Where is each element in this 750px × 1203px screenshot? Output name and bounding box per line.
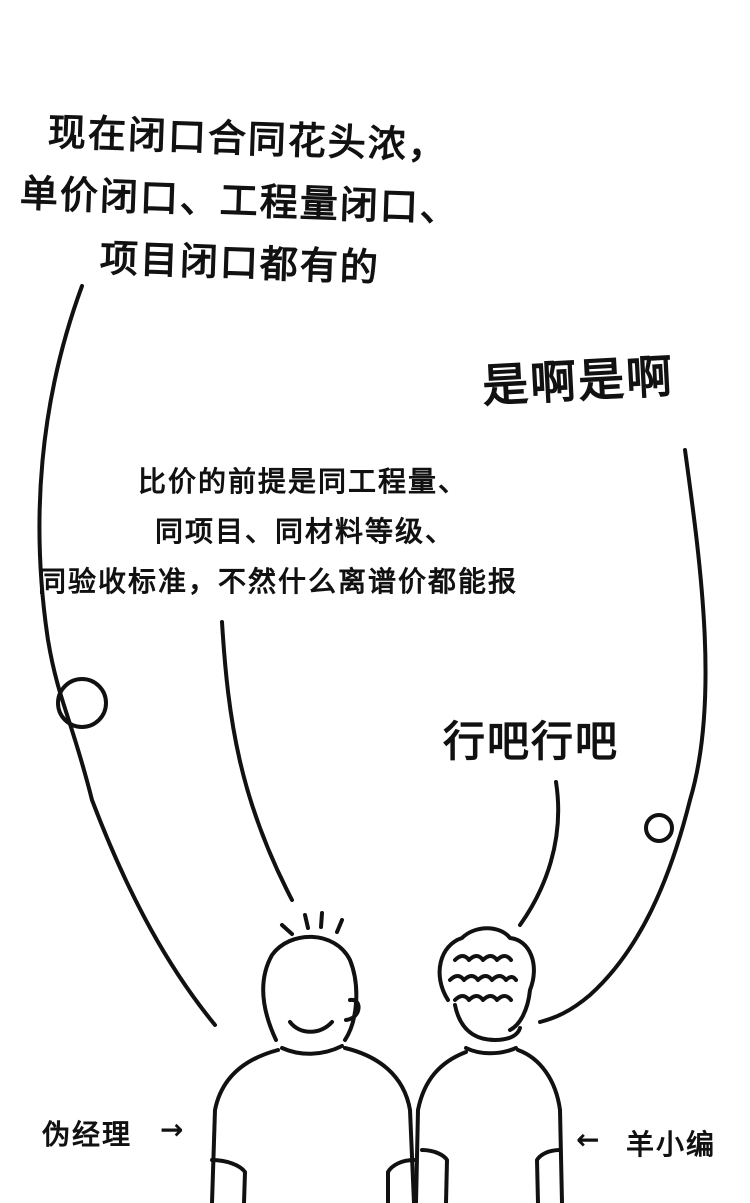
tail-manager-left-loop [56, 677, 108, 729]
xiaobian-sleeve-left [420, 1148, 449, 1203]
manager-collar [280, 1044, 344, 1056]
speech-line: 同验收标准，不然什么离谱价都能报 [38, 565, 519, 598]
manager-neck [288, 1020, 334, 1034]
tail-xiaobian-bottom [518, 780, 561, 927]
emphasis-tick [319, 911, 324, 929]
xiaobian-hair-curl [453, 954, 513, 962]
manager-body [210, 1048, 280, 1203]
xiaobian-sleeve-right [535, 1148, 562, 1203]
tail-xiaobian-top-loop [644, 813, 674, 843]
xiaobian-collar [464, 1046, 518, 1056]
manager-sleeve-left [210, 1158, 247, 1203]
tail-xiaobian-top [538, 448, 708, 1024]
label-left-name: 伪经理 [42, 1118, 133, 1151]
manager-head [261, 934, 359, 1042]
tail-manager-left [37, 284, 217, 1027]
emphasis-tick [335, 918, 344, 934]
arrow-right-icon: → [160, 1113, 186, 1146]
xiaobian-body [414, 1050, 468, 1203]
speech-bubble-xiaobian-top: 是啊是啊 [480, 349, 676, 413]
speech-line: 比价的前提是同工程量、 [138, 465, 469, 498]
xiaobian-hair-curl [453, 994, 513, 1002]
speech-line: 同项目、同材料等级、 [155, 515, 456, 548]
speech-bubble-xiaobian-bottom: 行吧行吧 [443, 717, 620, 766]
manager-body-right [343, 1046, 416, 1203]
arrow-left-icon: ← [576, 1123, 602, 1156]
emphasis-tick [303, 913, 310, 930]
xiaobian-body-right [516, 1048, 564, 1203]
label-right-name: 羊小编 [626, 1128, 717, 1161]
emphasis-tick [280, 923, 294, 936]
xiaobian-hair-curl [448, 974, 518, 982]
manager-ear [344, 997, 361, 1022]
manager-sleeve-right [386, 1158, 416, 1203]
tail-manager-center [220, 620, 294, 902]
speech-line: 项目闭口都有的 [99, 236, 381, 290]
xiaobian-face [453, 1003, 522, 1042]
xiaobian-hair [437, 926, 536, 1032]
